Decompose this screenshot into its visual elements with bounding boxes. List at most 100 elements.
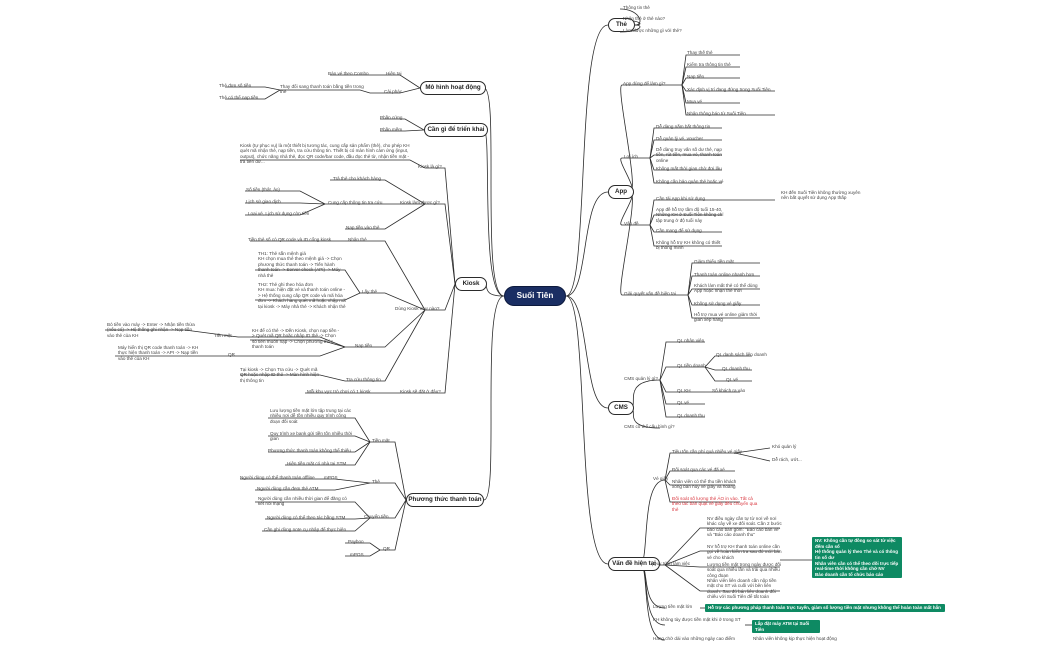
kiosk-item[interactable]: Số tiền (thật, ảo) <box>246 187 280 192</box>
kiosk-group[interactable]: Kiosk làm được gì? <box>400 200 440 205</box>
issue-item[interactable]: Nhân viên không kịp thực hiện hoạt động <box>753 636 837 641</box>
issue-group[interactable]: Quy trình làm việc <box>653 561 691 566</box>
issue-item[interactable]: NV điều ngày cần tự từ nơi về nơi khác c… <box>707 516 782 538</box>
payment-item[interactable]: Payboo <box>348 539 364 544</box>
kiosk-item[interactable]: Nhận thẻ <box>348 237 367 242</box>
cms-group[interactable]: CMS quản lý gì? <box>624 376 658 381</box>
app-item[interactable]: Không cần bảo quản thẻ hoặc vé <box>656 179 724 184</box>
cms-group[interactable]: CMS có thể cấu hình gì? <box>624 424 675 429</box>
app-item[interactable]: Không sử dụng vé giấy <box>694 301 742 306</box>
cms-item[interactable]: QL tiền doanh <box>677 363 706 368</box>
kiosk-item[interactable]: TH2: Thẻ ghi theo hóa đơn KH mua: hiện đ… <box>258 282 346 309</box>
model-item[interactable]: Thẻ đơn số tiền <box>219 83 252 88</box>
payment-item[interactable]: Người dùng có thể theo tác bằng STM <box>267 515 346 520</box>
payment-item[interactable]: Phương thức thanh toán không thể thiếu <box>268 448 351 453</box>
model-item[interactable]: Cải phác <box>384 89 403 94</box>
kiosk-item[interactable]: Nạp tiền vào thẻ <box>346 225 380 230</box>
payment-item[interactable]: mPOS <box>350 552 364 557</box>
payment-group[interactable]: Chuyển tiền <box>364 514 389 519</box>
issue-item-alert[interactable]: Đối soát số lượng thẻ ẢO in vào. Tất cả … <box>672 496 758 512</box>
kiosk-item[interactable]: TH1: Thẻ sẵn mệnh giá KH chọn mua thẻ th… <box>258 251 342 278</box>
app-item[interactable]: Cần tải App khi sử dụng <box>656 196 706 201</box>
issue-group[interactable]: Lượng tiền mặt lớn <box>653 604 693 609</box>
model-item[interactable]: Bán vé theo Combo <box>328 71 369 76</box>
app-item[interactable]: Thanh toán online nhanh hơn <box>694 272 755 277</box>
app-item[interactable]: Dễ quản lý vé, voucher <box>656 136 703 141</box>
app-group[interactable]: Giải quyết vấn đề hiện tại <box>624 291 676 296</box>
app-item[interactable]: Không hỗ trợ KH không có thiết bị thông … <box>656 240 721 251</box>
payment-item[interactable]: Người dùng có thể thanh toán offline <box>240 475 315 480</box>
app-item[interactable]: Hỗ trợ mua vé online giảm thời gian xếp … <box>694 312 758 323</box>
issue-group[interactable]: Hàng chờ dài vào những ngày cao điểm <box>653 636 735 641</box>
app-item[interactable]: Mua vé <box>687 99 703 104</box>
payment-item[interactable]: Hiện tiền mặt có nhà tại STM <box>287 461 347 466</box>
issue-item[interactable]: Nhân viên có thể thu tiền khách xong bán… <box>672 479 737 490</box>
kiosk-item[interactable]: Lịch sử giao dịch <box>246 199 281 204</box>
cms-item[interactable]: QL vé <box>677 400 690 405</box>
payment-group[interactable]: QR <box>383 546 390 551</box>
issue-item[interactable]: Lượng tiền mặt trong ngày được đối soát … <box>707 562 781 578</box>
kiosk-item[interactable]: Loại vé, Lịch sử dụng còn tiền <box>248 211 310 216</box>
model-item[interactable]: Hiện tại <box>386 71 402 76</box>
topic-kiosk[interactable]: Kiosk <box>455 277 487 291</box>
app-item[interactable]: App đề hỗ trợ tầm độ tuổi 15-40, Những K… <box>656 207 724 223</box>
cms-item[interactable]: QL doanh thu <box>677 413 705 418</box>
model-item[interactable]: Thẻ có thể nạp tiền <box>219 95 259 100</box>
deploy-item[interactable]: Phần mềm <box>380 127 403 132</box>
app-group[interactable]: Lợi ích <box>624 154 638 159</box>
app-item[interactable]: Giảm thiểu tiền mặt <box>694 259 734 264</box>
the-item[interactable]: Nhận thẻ ở thẻ nào? <box>623 16 666 21</box>
payment-item[interactable]: Quy trình xe bank gửi tiền tốn nhiều thờ… <box>270 431 353 442</box>
payment-item[interactable]: mPOS <box>324 475 338 480</box>
payment-item[interactable]: Lưu lượng tiền mặt lớn tập trung tại các… <box>270 408 352 424</box>
cms-item[interactable]: QL danh sách liên doanh <box>716 352 767 357</box>
payment-item[interactable]: Người dùng cần nhiều thời gian để đăng c… <box>258 496 347 507</box>
topic-mo-hinh-hoat-dong[interactable]: Mô hình hoạt động <box>420 81 486 95</box>
kiosk-item[interactable]: Kiosk (tự phục vụ) là một thiết bị tương… <box>240 143 410 165</box>
app-group[interactable]: Vấn đề <box>624 221 639 226</box>
app-item[interactable]: Thay thế thẻ <box>687 50 713 55</box>
app-item[interactable]: Cần mạng để sử dụng <box>656 228 702 233</box>
issue-item[interactable]: Dễ rách, ướt... <box>772 457 802 462</box>
app-item[interactable]: Xác định vị trí đang đứng trong Suối Tiê… <box>687 87 771 92</box>
issue-group[interactable]: KH không tùy được tiền mặt khi ở trong S… <box>653 617 741 622</box>
payment-item[interactable]: Người dùng cần đem thẻ ATM <box>257 486 319 491</box>
topic-the[interactable]: Thẻ <box>608 18 635 32</box>
kiosk-item[interactable]: Tiền mặt <box>214 333 232 338</box>
kiosk-item[interactable]: Trả thẻ cho khách hàng <box>333 176 382 181</box>
app-item[interactable]: Kiểm tra thông tin thẻ <box>687 62 731 67</box>
issue-item[interactable]: Khó quản lý <box>772 444 797 449</box>
kiosk-group[interactable]: Kiosk sẽ đặt ở đâu? <box>400 389 441 394</box>
app-group[interactable]: App dùng để làm gì? <box>623 81 666 86</box>
cms-item[interactable]: Số khách ra vào <box>712 388 746 393</box>
kiosk-item[interactable]: Tra cứu thông tin <box>346 377 381 382</box>
topic-can-gi-de-trien-khai[interactable]: Cần gì để triển khai <box>424 123 488 137</box>
app-item[interactable]: Không mất thời gian chờ đợi lâu <box>656 166 722 171</box>
app-item[interactable]: Khách làm mất thẻ có thể dùng App hoặc n… <box>694 283 758 294</box>
model-item[interactable]: Thay đổi sang thanh toán bằng tiền trong… <box>280 84 364 95</box>
kiosk-item[interactable]: KH để có thẻ -> Đến Kiosk, chọn nạp tiền… <box>252 328 340 350</box>
payment-item[interactable]: Cần ghi dùng note cụ nhập để thực hiện <box>264 527 346 532</box>
root-node[interactable]: Suối Tiên <box>504 286 566 306</box>
cms-item[interactable]: QL nhân viên <box>677 338 705 343</box>
issue-item[interactable]: Đối soát qua các vé đã xé <box>672 467 725 472</box>
app-item[interactable]: Nạp tiền <box>687 74 705 79</box>
kiosk-item[interactable]: Bỏ tiền vào máy -> Enter -> Nhận tiền th… <box>107 322 195 338</box>
issue-item[interactable]: NV hỗ trợ KH thanh toán online cần gọi v… <box>707 544 782 560</box>
deploy-item[interactable]: Phần cứng <box>380 115 403 120</box>
kiosk-group[interactable]: Dùng Kiosk như nào? <box>395 306 440 311</box>
payment-group[interactable]: Tiền mặt <box>372 438 390 443</box>
kiosk-item[interactable]: QR <box>228 352 235 357</box>
kiosk-item[interactable]: Lấy thẻ <box>362 289 378 294</box>
issue-item[interactable]: Nhân viên liên doanh cần nộp tiền mặt ch… <box>707 578 777 600</box>
the-item[interactable]: Thông tin thẻ <box>623 5 650 10</box>
kiosk-item[interactable]: Tại kiosk -> Chọn Tra cứu -> Quét mã QR … <box>240 367 320 383</box>
kiosk-item[interactable]: Máy hiển thị QR code thanh toán -> KH th… <box>118 345 199 361</box>
app-item[interactable]: Dễ dàng truy vấn số dư thẻ, nạp tiền, rú… <box>656 147 722 163</box>
kiosk-item[interactable]: Mỗi khu vực trò chơi có 1 kiosk <box>307 389 371 394</box>
topic-cms[interactable]: CMS <box>608 401 634 415</box>
topic-app[interactable]: App <box>608 185 634 199</box>
the-item[interactable]: Làm được những gì với thẻ? <box>623 28 682 33</box>
payment-group[interactable]: Thẻ <box>372 479 380 484</box>
kiosk-item[interactable]: Cung cấp thông tin tra cứu <box>328 200 383 205</box>
